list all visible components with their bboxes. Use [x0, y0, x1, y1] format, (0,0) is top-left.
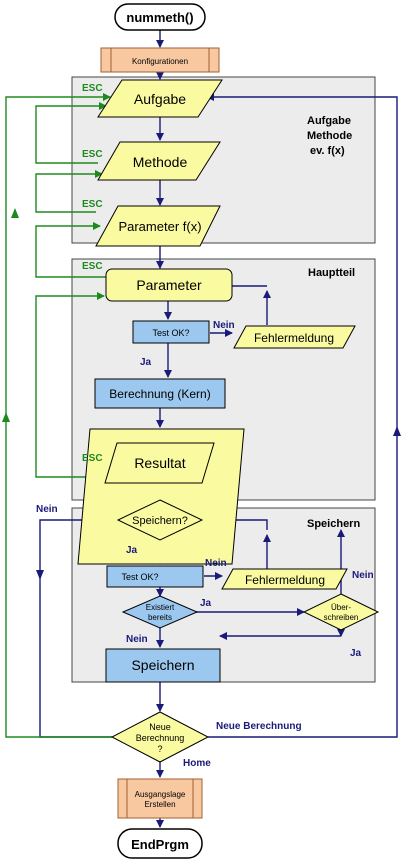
start-label: nummeth()	[126, 10, 193, 25]
ja-label-2: Ja	[126, 545, 138, 556]
test-ok-2-label: Test OK?	[121, 572, 158, 582]
ja-label-3: Ja	[200, 598, 212, 609]
ueberschreiben-label-2: schreiben	[324, 613, 359, 622]
fehlermeldung-1-node: Fehlermeldung	[233, 325, 356, 349]
parameter-label: Parameter	[136, 277, 202, 293]
existiert-label-2: bereits	[148, 613, 172, 622]
ja-label-4: Ja	[350, 648, 362, 659]
section-1-title-2: Methode	[307, 130, 352, 142]
ausgangslage-label-1: Ausgangslage	[135, 790, 186, 799]
test-ok-2-box: Test OK?	[106, 565, 204, 588]
ueberschreiben-label-1: Über-	[331, 603, 351, 612]
fehlermeldung-2-node: Fehlermeldung	[221, 568, 348, 590]
section-3-title: Speichern	[307, 518, 360, 530]
neue-label-2: Berechnung	[136, 733, 185, 743]
ueberschreiben-diamond: Über- schreiben	[302, 593, 380, 631]
section-1-title-1: Aufgabe	[307, 115, 351, 127]
methode-node: Methode	[97, 141, 221, 181]
speichern-label: Speichern	[131, 657, 194, 673]
parameter-node: Parameter	[105, 268, 233, 302]
neue-berechnung-diamond: Neue Berechnung ?	[110, 711, 210, 763]
ausgangslage-label-2: Erstellen	[144, 800, 175, 809]
end-terminator: EndPrgm	[117, 828, 203, 859]
nein-label-1: Nein	[213, 320, 235, 331]
nein-label-3: Nein	[205, 558, 227, 569]
end-label: EndPrgm	[131, 837, 189, 852]
nein-label-5: Nein	[126, 634, 148, 645]
test-ok-1-label: Test OK?	[152, 328, 189, 338]
esc-label-3: ESC	[82, 199, 103, 210]
ausgangslage-process: Ausgangslage Erstellen	[117, 778, 203, 819]
test-ok-1-box: Test OK?	[132, 320, 210, 344]
esc-label-1: ESC	[82, 83, 103, 94]
speichern-question: Speichern?	[116, 499, 204, 541]
esc-label-4: ESC	[82, 261, 103, 272]
esc-label-5: ESC	[82, 453, 103, 464]
methode-label: Methode	[133, 154, 188, 170]
parameter-fx-label: Parameter f(x)	[118, 219, 201, 234]
resultat-node: Resultat	[77, 428, 245, 565]
resultat-label: Resultat	[134, 455, 185, 471]
berechnung-box: Berechnung (Kern)	[94, 378, 226, 409]
berechnung-label: Berechnung (Kern)	[109, 387, 210, 401]
neue-berechnung-label: Neue Berechnung	[216, 721, 302, 732]
speichern-box: Speichern	[105, 648, 221, 683]
section-1-title-3: ev. f(x)	[310, 145, 345, 157]
config-process: Konfigurationen	[100, 47, 220, 73]
fehlermeldung-1-label: Fehlermeldung	[254, 331, 334, 345]
esc-label-2: ESC	[82, 149, 103, 160]
nein-label-4: Nein	[352, 570, 374, 581]
start-terminator: nummeth()	[114, 3, 206, 31]
parameter-fx-node: Parameter f(x)	[95, 205, 221, 247]
aufgabe-label: Aufgabe	[134, 91, 186, 107]
neue-label-3: ?	[157, 744, 162, 754]
config-label: Konfigurationen	[132, 57, 188, 66]
aufgabe-node: Aufgabe	[97, 79, 223, 118]
neue-label-1: Neue	[149, 722, 171, 732]
ja-label-1: Ja	[140, 357, 152, 368]
existiert-diamond: Existiert bereits	[121, 595, 199, 629]
home-label: Home	[183, 758, 211, 769]
speichern-question-label: Speichern?	[132, 515, 188, 527]
nein-label-2: Nein	[36, 504, 58, 515]
existiert-label-1: Existiert	[146, 603, 175, 612]
section-2-title: Hauptteil	[308, 267, 355, 279]
fehlermeldung-2-label: Fehlermeldung	[245, 573, 325, 587]
